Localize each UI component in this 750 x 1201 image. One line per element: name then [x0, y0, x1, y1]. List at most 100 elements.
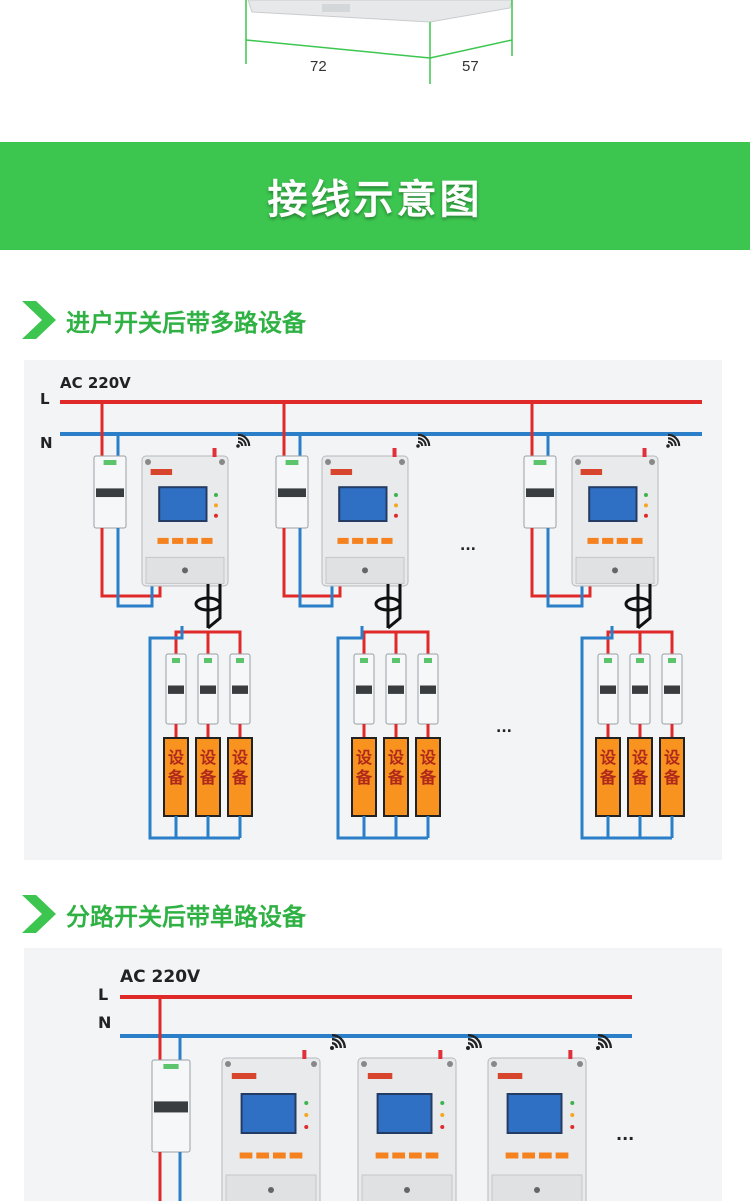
wifi-dot — [596, 1046, 600, 1050]
wifi-arc — [667, 440, 674, 447]
meter-lcd — [506, 1093, 563, 1134]
meter-button — [366, 537, 378, 544]
meter-screw — [577, 1061, 583, 1067]
equipment-box: 设备 — [627, 737, 653, 817]
equipment-box: 设备 — [351, 737, 377, 817]
line-l-label: L — [98, 985, 108, 1004]
banner-title: 接线示意图 — [267, 177, 483, 223]
meter-led — [393, 513, 398, 518]
neutral-wire — [298, 528, 334, 608]
equipment-box: 设备 — [415, 737, 441, 817]
meter-screw — [219, 459, 225, 465]
branch-breaker — [197, 653, 219, 725]
meter-led — [393, 493, 398, 497]
equipment-box: 设备 — [595, 737, 621, 817]
breaker-handle — [632, 685, 648, 694]
equipment-label-bottom: 备 — [199, 768, 217, 787]
meter-led — [643, 503, 648, 508]
wifi-arc — [417, 433, 431, 447]
meter-screw — [447, 1061, 453, 1067]
chevron-right-icon — [22, 895, 56, 933]
breaker-indicator — [285, 460, 299, 465]
meter-lcd — [158, 486, 208, 522]
meter-antenna — [212, 448, 217, 457]
width-label: 72 — [310, 58, 327, 75]
breaker-handle — [356, 685, 372, 694]
branch-breaker — [385, 653, 407, 725]
meter-button — [505, 1152, 519, 1159]
equipment-body — [415, 737, 441, 817]
wifi-dot — [666, 444, 670, 448]
meter-lcd — [338, 486, 388, 522]
meter-button — [587, 537, 599, 544]
meter-button — [157, 537, 169, 544]
breaker-handle — [154, 1101, 188, 1113]
meter-device — [487, 1050, 587, 1201]
signal-wire — [387, 584, 402, 630]
wifi-arc — [331, 1042, 338, 1049]
meter-lcd — [588, 486, 638, 522]
breaker-handle — [664, 685, 680, 694]
breaker-handle — [96, 488, 124, 498]
equipment-label-bottom: 备 — [419, 768, 437, 787]
signal-wire — [637, 584, 652, 630]
equipment-label-top: 设 — [388, 748, 405, 767]
breaker-indicator — [172, 658, 180, 663]
wifi-arc — [467, 1038, 478, 1049]
meter-led — [440, 1101, 445, 1105]
meter-led — [393, 503, 398, 508]
wifi-dot — [466, 1046, 470, 1050]
breaker-handle — [168, 685, 184, 694]
equipment-label-top: 设 — [200, 748, 217, 767]
breaker-indicator — [236, 658, 244, 663]
meter-button — [425, 1152, 439, 1159]
breaker-handle — [600, 685, 616, 694]
meter-button — [522, 1152, 536, 1159]
wifi-arc — [597, 1034, 612, 1049]
dimension-drawing: 72 57 — [0, 0, 750, 100]
meter-led — [304, 1113, 309, 1117]
wifi-arc — [467, 1042, 474, 1049]
line-n-label: N — [40, 434, 53, 452]
meter-button — [239, 1152, 253, 1159]
equipment-box: 设备 — [163, 737, 189, 817]
branch-breaker — [353, 653, 375, 725]
equipment-label-top: 设 — [664, 748, 681, 767]
meter-screw — [268, 1187, 274, 1193]
equipment-body — [163, 737, 189, 817]
meter-screw — [575, 459, 581, 465]
meter-screw — [534, 1187, 540, 1193]
meter-antenna — [642, 448, 647, 457]
main-breaker — [93, 455, 127, 529]
meter-device — [221, 1050, 321, 1201]
meter-button — [408, 1152, 422, 1159]
wifi-arc — [237, 437, 247, 447]
breaker-indicator — [392, 658, 400, 663]
wifi-icon — [416, 433, 431, 448]
wifi-dot — [236, 444, 240, 448]
meter-antenna — [302, 1050, 307, 1059]
meter-button — [289, 1152, 303, 1159]
supply-label: AC 220V — [120, 967, 201, 987]
equipment-label-top: 设 — [420, 748, 437, 767]
wiring-diagram-single-svg: AC 220V L N ... — [98, 967, 634, 1201]
wifi-icon — [466, 1034, 482, 1050]
main-breaker — [523, 455, 557, 529]
meter-button — [352, 537, 364, 544]
meter-led — [304, 1101, 309, 1105]
meter-button — [272, 1152, 286, 1159]
equipment-label-top: 设 — [356, 748, 373, 767]
wifi-dot — [330, 1046, 334, 1050]
meter-screw — [649, 459, 655, 465]
meter-led — [570, 1113, 575, 1117]
breaker-indicator — [204, 658, 212, 663]
meter-device — [357, 1050, 457, 1201]
equipment-body — [659, 737, 685, 817]
title-banner: 接线示意图 — [0, 142, 750, 250]
meter-screw — [361, 1061, 367, 1067]
meter-button — [538, 1152, 552, 1159]
wifi-arc — [467, 1034, 482, 1049]
equipment-label-bottom: 备 — [631, 768, 649, 787]
